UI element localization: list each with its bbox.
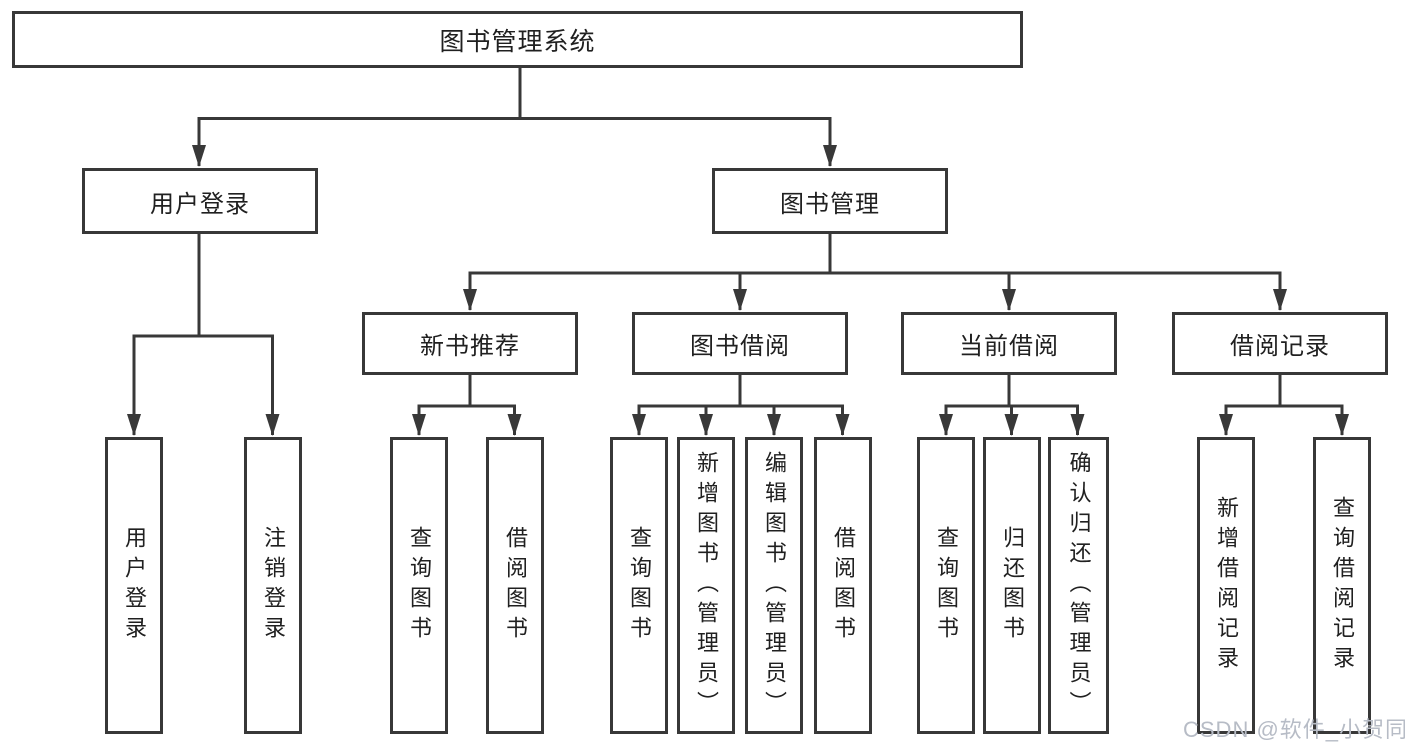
leaf-logout: 注销登录 bbox=[244, 437, 302, 734]
leaf-return-books: 归还图书 bbox=[983, 437, 1041, 734]
watermark: CSDN @软件_小贺同学 bbox=[1183, 717, 1405, 742]
node-book-borrowing: 图书借阅 bbox=[632, 312, 848, 375]
node-current-borrowing: 当前借阅 bbox=[901, 312, 1117, 375]
leaf-query-books-current: 查询图书 bbox=[917, 437, 975, 734]
leaf-confirm-return-admin: 确认归还（管理员） bbox=[1048, 437, 1109, 734]
leaf-edit-books-admin: 编辑图书（管理员） bbox=[745, 437, 803, 734]
node-library-management-system: 图书管理系统 bbox=[12, 11, 1023, 68]
node-new-book-recommendation: 新书推荐 bbox=[362, 312, 578, 375]
node-user-login: 用户登录 bbox=[82, 168, 318, 234]
leaf-query-borrow-record: 查询借阅记录 bbox=[1313, 437, 1371, 734]
arrow-connectors bbox=[127, 119, 1349, 436]
leaf-query-books-recommend: 查询图书 bbox=[390, 437, 448, 734]
plain-connectors bbox=[132, 68, 1344, 408]
node-borrowing-records: 借阅记录 bbox=[1172, 312, 1388, 375]
node-book-management: 图书管理 bbox=[712, 168, 948, 234]
leaf-add-borrow-record: 新增借阅记录 bbox=[1197, 437, 1255, 734]
leaf-borrow-books-recommend: 借阅图书 bbox=[486, 437, 544, 734]
leaf-add-books-admin: 新增图书（管理员） bbox=[677, 437, 735, 734]
leaf-borrow-books: 借阅图书 bbox=[814, 437, 872, 734]
leaf-user-login: 用户登录 bbox=[105, 437, 163, 734]
leaf-query-books-borrowing: 查询图书 bbox=[610, 437, 668, 734]
